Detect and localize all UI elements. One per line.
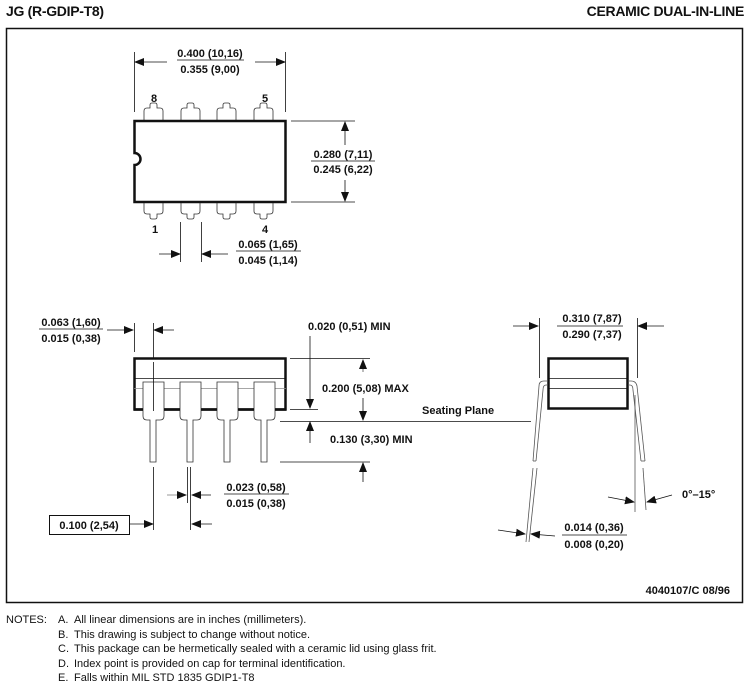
lead-width-min: 0.015 (0,38): [226, 498, 286, 510]
end-view: 0.310 (7,87) 0.290 (7,37) 0°–15°: [497, 313, 715, 551]
lead-thickness-max: 0.014 (0,36): [564, 522, 624, 534]
note-letter: E.: [58, 672, 69, 685]
note-letter: B.: [58, 628, 69, 641]
side-leads: [142, 381, 276, 463]
lower-pins: [143, 203, 274, 220]
pin-width-max: 0.065 (1,65): [238, 239, 298, 251]
note-text: This drawing is subject to change withou…: [74, 628, 311, 641]
note-letter: D.: [58, 657, 69, 670]
top-width-max: 0.400 (10,16): [177, 48, 243, 60]
note-text: Falls within MIL STD 1835 GDIP1-T8: [74, 672, 255, 685]
note-letter: C.: [58, 643, 69, 656]
note-a: NOTES: A. All linear dimensions are in i…: [6, 613, 437, 628]
note-c: C. This package can be hermetically seal…: [6, 642, 437, 657]
row-spacing-max: 0.310 (7,87): [562, 313, 622, 325]
pin-label-4: 4: [262, 224, 269, 236]
pin-width-min: 0.045 (1,14): [238, 255, 298, 267]
top-width-min: 0.355 (9,00): [180, 64, 240, 76]
lead-thickness-min: 0.008 (0,20): [564, 539, 624, 551]
top-body-min: 0.245 (6,22): [313, 164, 373, 176]
pitch-box: [49, 515, 130, 535]
shoulder-max: 0.063 (1,60): [41, 317, 101, 329]
package-type: CERAMIC DUAL-IN-LINE: [586, 3, 745, 19]
end-body: [547, 357, 629, 410]
note-b: B. This drawing is subject to change wit…: [6, 628, 437, 643]
pin-label-8: 8: [151, 93, 157, 105]
top-body-max: 0.280 (7,11): [314, 149, 373, 161]
note-text: All linear dimensions are in inches (mil…: [74, 614, 307, 626]
notes-label: NOTES:: [6, 614, 47, 626]
lead-length-dim: 0.130 (3,30) MIN: [330, 434, 413, 446]
note-d: D. Index point is provided on cap for te…: [6, 657, 437, 672]
pitch-dim: 0.100 (2,54): [59, 520, 119, 532]
note-text: This package can be hermetically sealed …: [74, 643, 437, 656]
drawing-id: 4040107/C 08/96: [646, 585, 730, 597]
shoulder-min: 0.015 (0,38): [41, 333, 101, 345]
pin-label-5: 5: [262, 93, 268, 105]
top-body: [133, 119, 287, 204]
note-text: Index point is provided on cap for termi…: [74, 657, 346, 670]
notes: NOTES: A. All linear dimensions are in i…: [6, 613, 437, 686]
row-spacing-min: 0.290 (7,37): [562, 329, 622, 341]
package-drawing: 0.400 (10,16) 0.355 (9,00) 8 5 1 4 0.280…: [5, 27, 744, 604]
note-letter: A.: [58, 614, 69, 626]
seating-plane-label: Seating Plane: [422, 405, 494, 417]
upper-pins: [143, 102, 274, 120]
pin-label-1: 1: [152, 224, 158, 236]
note-e: E. Falls within MIL STD 1835 GDIP1-T8: [6, 671, 437, 686]
standoff-dim: 0.020 (0,51) MIN: [308, 321, 391, 333]
height-dim: 0.200 (5,08) MAX: [322, 383, 409, 395]
drawing-frame: [5, 27, 744, 604]
top-view: 0.400 (10,16) 0.355 (9,00) 8 5 1 4 0.280…: [133, 48, 375, 267]
side-view: 0.063 (1,60) 0.015 (0,38) 0.020 (0,51) M…: [39, 317, 531, 535]
package-code: JG (R-GDIP-T8): [6, 3, 104, 19]
lead-width-max: 0.023 (0,58): [226, 482, 286, 494]
lead-angle: 0°–15°: [682, 489, 715, 501]
